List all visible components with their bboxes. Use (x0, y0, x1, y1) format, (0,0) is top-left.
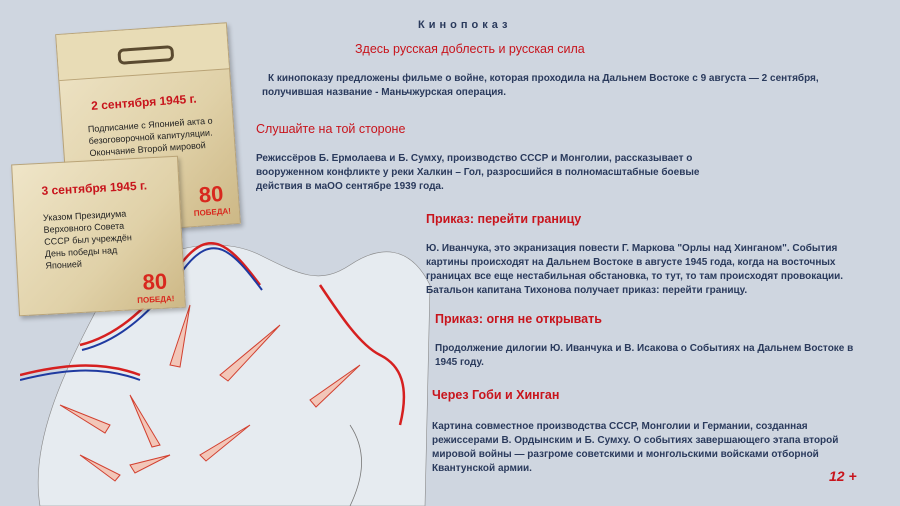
badge-number: 80 (198, 180, 225, 208)
film-description: Режиссёров Б. Ермолаева и Б. Сумху, прои… (256, 153, 700, 192)
badge-text: ПОБЕДА! (193, 206, 232, 218)
subtitle: Здесь русская доблесть и русская сила (355, 42, 585, 56)
film-description: Картина совместное производства СССР, Мо… (432, 421, 839, 474)
calendar-page-sept-3: 3 сентября 1945 г. Указом Президиума Вер… (11, 155, 186, 317)
film-title: Приказ: перейти границу (426, 212, 582, 226)
film-title: Через Гоби и Хинган (432, 388, 560, 402)
intro-text: К кинопоказу предложены фильме о войне, … (262, 73, 819, 98)
film-description: Ю. Иванчука, это экранизация повести Г. … (426, 243, 844, 296)
film-title: Слушайте на той стороне (256, 122, 406, 136)
calendar-text: Указом Президиума Верховного Совета СССР… (42, 208, 133, 271)
age-rating: 12 + (829, 468, 857, 484)
calendar-date: 2 сентября 1945 г. (90, 91, 198, 113)
map-manchurian-operation (20, 242, 431, 506)
badge-text: ПОБЕДА! (136, 294, 175, 306)
film-description: Продолжение дилогии Ю. Иванчука и В. Иса… (435, 343, 854, 368)
calendar-date: 3 сентября 1945 г. (41, 178, 148, 198)
calendar-ring-icon (117, 45, 175, 65)
badge-number: 80 (141, 268, 168, 295)
page-title: Кинопоказ (418, 19, 512, 31)
film-title: Приказ: огня не открывать (435, 312, 602, 326)
